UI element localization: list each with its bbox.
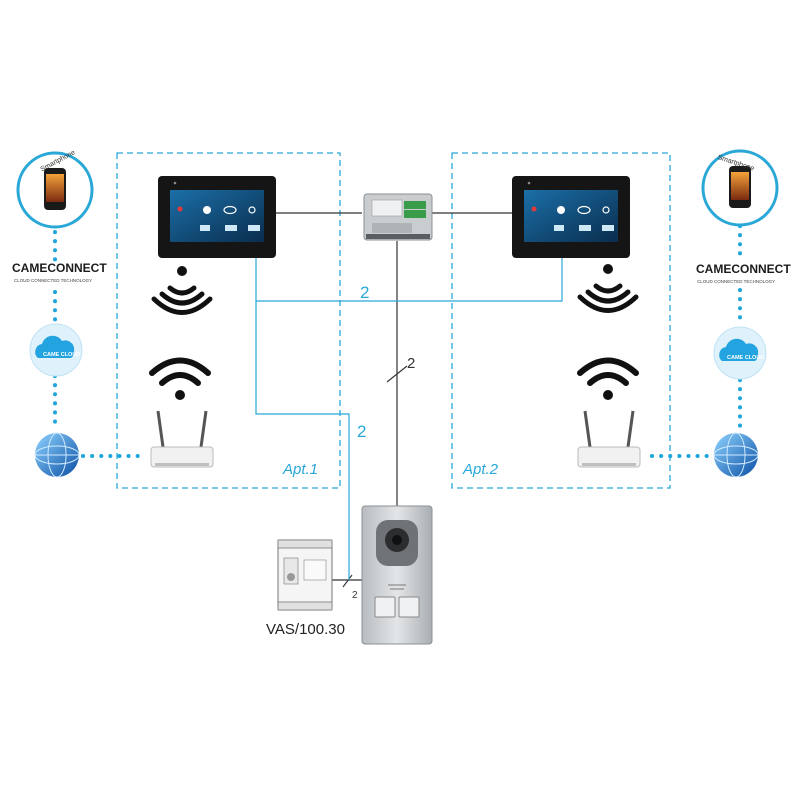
smartphone-left: Smartphone — [16, 149, 94, 229]
globe-icon — [713, 432, 759, 478]
cloud-link-right — [650, 224, 742, 458]
call-button-2 — [398, 596, 420, 618]
globe-icon — [34, 432, 80, 478]
cloud-right: CAME CLOUD — [713, 326, 767, 380]
wifi-icon — [577, 357, 639, 400]
router-apt1 — [150, 410, 214, 468]
interface-module — [363, 193, 433, 241]
riser-wire-label: 2 — [407, 355, 415, 372]
cloud-right-label: CAME CLOUD — [727, 355, 764, 361]
call-button-1 — [374, 596, 396, 618]
apartment-2-label: Apt.2 — [462, 461, 499, 478]
apartment-1-frame — [116, 152, 341, 489]
eye-icon — [223, 205, 237, 215]
apartment-1-label: Apt.1 — [282, 461, 318, 478]
cloud-link-left — [53, 230, 142, 458]
router-apt2 — [577, 410, 641, 468]
wifi-icon — [149, 357, 211, 400]
apt1-down-label: 2 — [357, 422, 366, 441]
eye-icon — [577, 205, 591, 215]
star-icon — [557, 206, 565, 214]
cameconnect-logo-left: CAMECONNECT — [12, 261, 107, 275]
cloud-left: CAME CLOUD — [29, 323, 83, 377]
cameconnect-logo-right: CAMECONNECT — [696, 262, 791, 276]
apartment-2-frame — [451, 152, 671, 489]
door-entry-panel — [361, 505, 433, 645]
proximity-signal-icon — [577, 264, 639, 313]
monitor-wiring — [255, 258, 563, 580]
riser-tick-mark — [386, 365, 408, 383]
cloud-left-label: CAME CLOUD — [43, 352, 80, 358]
power-supply-label: VAS/100.30 — [266, 621, 345, 638]
power-tick-mark — [342, 574, 353, 588]
monitors-link-label: 2 — [360, 283, 369, 302]
power-wire-label: 2 — [352, 590, 358, 601]
cameconnect-tagline-right: CLOUD CONNECTED TECHNOLOGY — [697, 279, 775, 284]
smartphone-right: Smartphone — [701, 149, 779, 227]
proximity-signal-icon — [151, 266, 213, 315]
power-supply-unit — [277, 539, 333, 611]
monitor-apt2 — [512, 176, 630, 258]
monitor-apt1 — [158, 176, 276, 258]
star-icon — [203, 206, 211, 214]
cameconnect-tagline-left: CLOUD CONNECTED TECHNOLOGY — [14, 278, 92, 283]
